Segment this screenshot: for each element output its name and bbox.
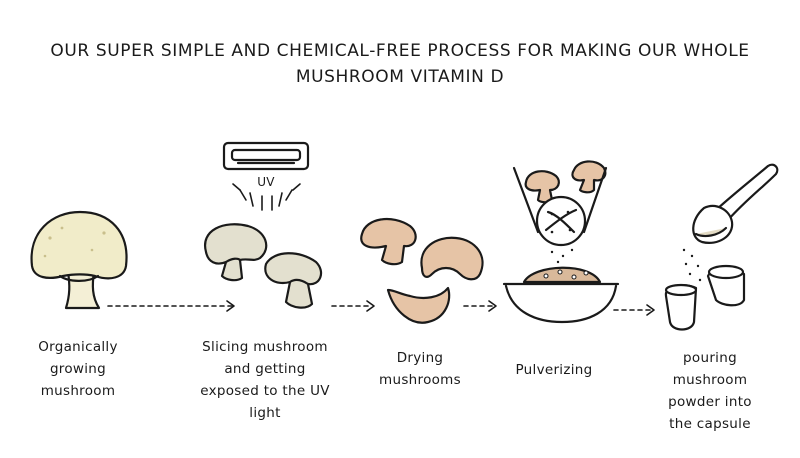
dried-mushroom-icon-2: [420, 236, 484, 281]
step-label-line: mushrooms: [379, 372, 461, 388]
grinder-blade-icon: [535, 195, 587, 247]
dried-mushroom-icon: [360, 218, 417, 266]
spoon-icon: [692, 163, 779, 244]
step-label-3: Drying mushrooms: [360, 347, 480, 391]
falling-mushroom-icon-2: [571, 160, 607, 194]
title-line-1: OUR SUPER SIMPLE AND CHEMICAL-FREE PROCE…: [50, 41, 750, 61]
sliced-mushroom-icon: [203, 223, 268, 282]
whole-mushroom-icon: [30, 210, 128, 310]
sliced-mushroom-icon-2: [264, 252, 323, 309]
step-label-line: mushroom: [40, 383, 116, 399]
step-label-line: Drying: [396, 350, 444, 366]
diagram-title: OUR SUPER SIMPLE AND CHEMICAL-FREE PROCE…: [0, 38, 800, 90]
step-label-line: pouring: [683, 350, 737, 366]
uv-lamp-icon: [222, 141, 310, 171]
step-label-line: Organically: [38, 339, 118, 355]
falling-powder-icon: [550, 248, 574, 264]
uv-label: UV: [257, 175, 275, 189]
step-label-line: light: [249, 405, 281, 421]
step-label-2: Slicing mushroom and getting exposed to …: [180, 336, 350, 424]
step-label-line: exposed to the UV: [200, 383, 330, 399]
step-label-line: Slicing mushroom: [202, 339, 328, 355]
arrow-4: [613, 304, 655, 316]
step-label-4: Pulverizing: [494, 359, 614, 381]
title-line-2: MUSHROOM VITAMIN D: [295, 67, 505, 87]
step-label-1: Organically growing mushroom: [10, 336, 146, 402]
step-label-line: the capsule: [669, 416, 751, 432]
step-label-line: and getting: [224, 361, 306, 377]
step-label-5: pouring mushroom powder into the capsule: [650, 347, 770, 435]
falling-powder-icon-2: [682, 248, 702, 282]
step-label-line: Pulverizing: [515, 362, 593, 378]
arrow-1: [107, 300, 235, 312]
arrow-2: [331, 300, 375, 312]
grinder-funnel-icon: [512, 166, 608, 234]
step-label-line: powder into: [668, 394, 752, 410]
powder-bowl-icon: [502, 266, 620, 324]
uv-rays-icon: [232, 183, 301, 211]
dried-mushroom-icon-3: [386, 286, 451, 324]
arrow-3: [463, 300, 497, 312]
capsule-icon: [664, 264, 746, 331]
step-label-line: growing: [49, 361, 107, 377]
step-label-line: mushroom: [672, 372, 748, 388]
